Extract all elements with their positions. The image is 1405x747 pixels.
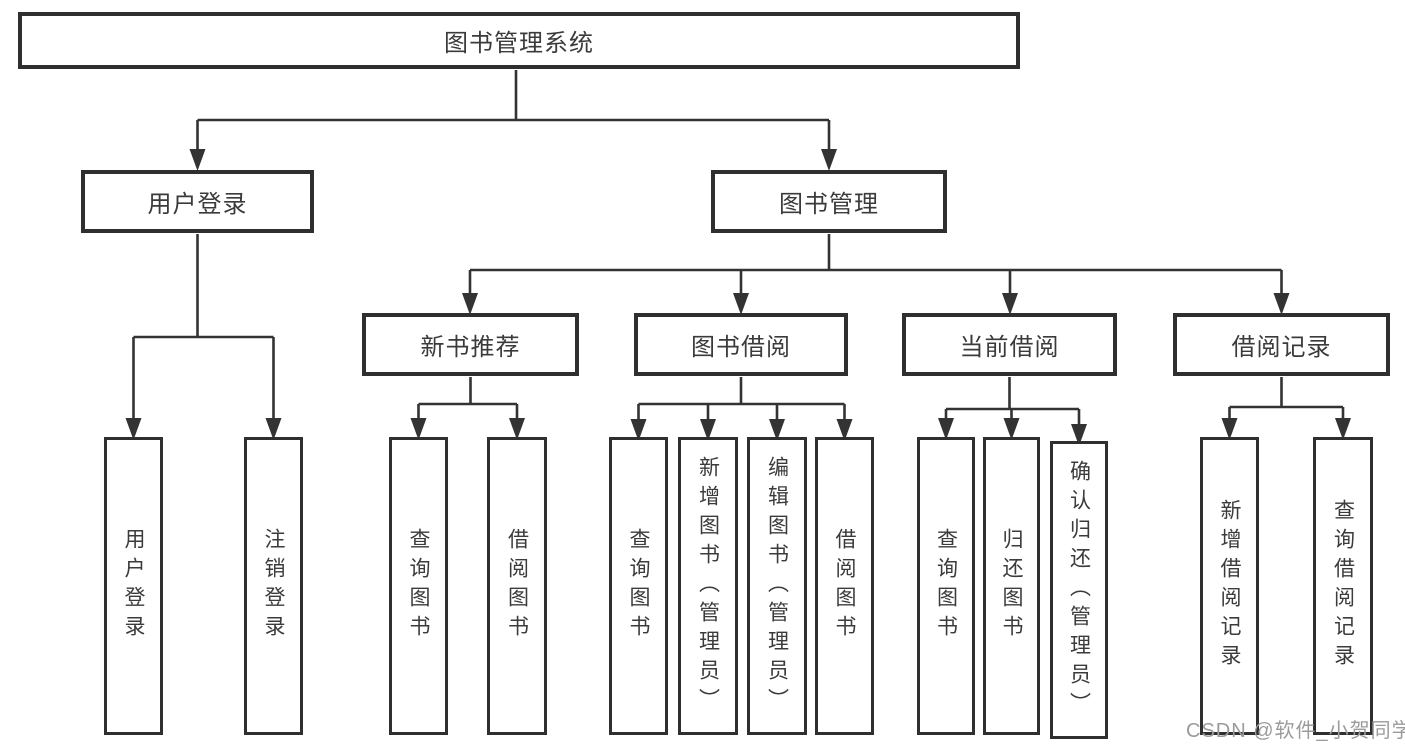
node-borrowing-records: 借阅记录 — [1173, 313, 1390, 376]
leaf-label: 查询图书 — [627, 528, 650, 644]
leaf-label: 借阅图书 — [833, 528, 856, 644]
leaf-confirm-return-admin: 确认归还（管理员） — [1050, 441, 1108, 739]
node-new-book-recommend: 新书推荐 — [362, 313, 579, 376]
leaf-label: 查询图书 — [407, 528, 430, 644]
leaf-label: 查询图书 — [934, 528, 958, 644]
leaf-query-borrow-record: 查询借阅记录 — [1313, 437, 1373, 735]
leaf-label: 注销登录 — [262, 528, 285, 644]
leaf-add-book-admin: 新增图书（管理员） — [678, 437, 738, 735]
leaf-label: 确认归还（管理员） — [1067, 459, 1091, 721]
leaf-user-login: 用户登录 — [104, 437, 163, 735]
leaf-label: 新增借阅记录 — [1218, 499, 1241, 673]
leaf-query-books-2: 查询图书 — [609, 437, 668, 735]
node-user-login: 用户登录 — [81, 170, 314, 233]
leaf-borrow-books-2: 借阅图书 — [815, 437, 874, 735]
leaf-return-books: 归还图书 — [983, 437, 1040, 735]
watermark: CSDN @软件_小贺同学 — [1186, 720, 1405, 742]
leaf-edit-book-admin: 编辑图书（管理员） — [747, 437, 807, 735]
leaf-label: 借阅图书 — [505, 528, 529, 644]
node-current-borrowing: 当前借阅 — [902, 313, 1117, 376]
leaf-query-books-3: 查询图书 — [917, 437, 975, 735]
leaf-label: 新增图书（管理员） — [696, 455, 720, 717]
leaf-add-borrow-record: 新增借阅记录 — [1200, 437, 1259, 735]
leaf-label: 编辑图书（管理员） — [765, 455, 789, 717]
leaf-logout: 注销登录 — [244, 437, 303, 735]
node-book-borrowing: 图书借阅 — [634, 313, 848, 376]
node-root: 图书管理系统 — [18, 12, 1020, 69]
leaf-label: 归还图书 — [1000, 528, 1023, 644]
leaf-query-books-1: 查询图书 — [389, 437, 448, 735]
leaf-borrow-books-1: 借阅图书 — [487, 437, 547, 735]
node-book-management: 图书管理 — [711, 170, 947, 233]
leaf-label: 查询借阅记录 — [1331, 499, 1355, 673]
leaf-label: 用户登录 — [122, 528, 145, 644]
